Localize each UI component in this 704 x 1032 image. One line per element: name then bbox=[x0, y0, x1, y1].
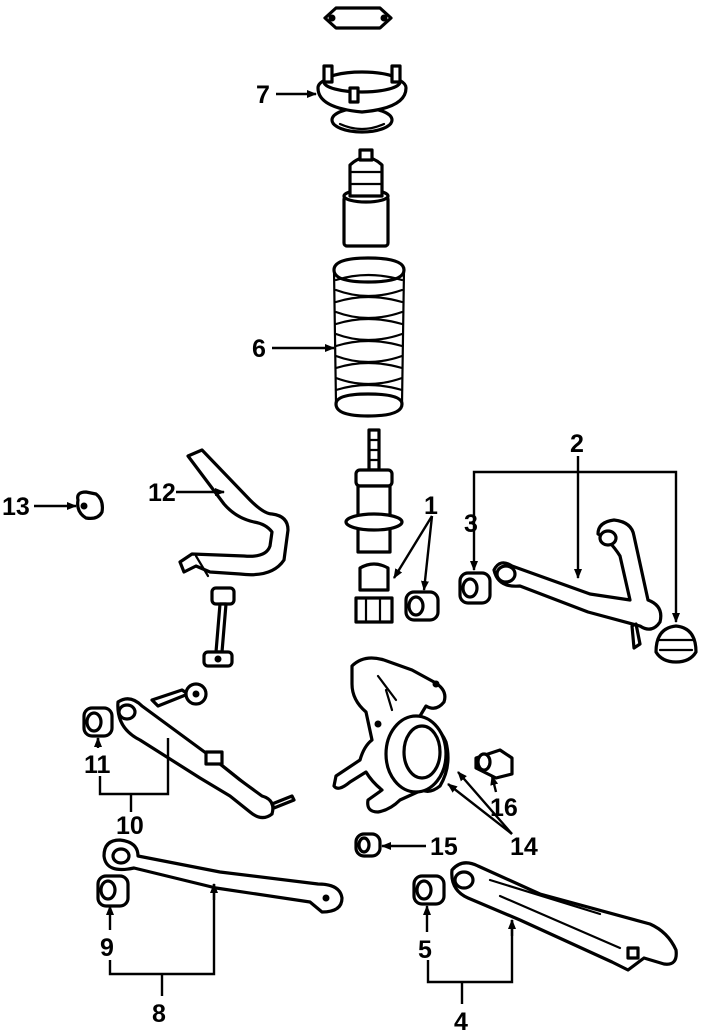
lower-arm-bushing bbox=[412, 874, 446, 906]
callout-9: 9 bbox=[100, 934, 114, 962]
mount-plate bbox=[323, 6, 393, 30]
shock-absorber bbox=[344, 428, 404, 624]
callout-1: 1 bbox=[424, 492, 438, 520]
callout-14: 14 bbox=[510, 833, 538, 861]
callout-6: 6 bbox=[252, 335, 266, 363]
ball-joint-boot bbox=[654, 624, 698, 664]
callout-4: 4 bbox=[454, 1008, 468, 1032]
leader-lines bbox=[34, 90, 680, 1004]
callout-7: 7 bbox=[256, 81, 270, 109]
callout-8: 8 bbox=[152, 1000, 166, 1028]
callout-10: 10 bbox=[116, 812, 144, 840]
callout-13: 13 bbox=[2, 493, 30, 521]
trailing-arm-bushing bbox=[96, 874, 130, 908]
knuckle-lower-bushing bbox=[354, 832, 382, 858]
coil-spring bbox=[332, 256, 406, 418]
upper-arm-bushing bbox=[458, 571, 492, 605]
callout-12: 12 bbox=[148, 479, 176, 507]
stabilizer-bushing bbox=[76, 490, 104, 520]
callout-5: 5 bbox=[418, 936, 432, 964]
lateral-link bbox=[116, 682, 296, 820]
callout-16: 16 bbox=[490, 794, 518, 822]
callout-3: 3 bbox=[464, 510, 478, 538]
lateral-link-bushing bbox=[82, 706, 114, 738]
upper-control-arm bbox=[492, 518, 663, 650]
knuckle-bushing bbox=[474, 748, 514, 780]
callout-labels: 7 6 1 2 3 13 12 11 10 9 8 5 4 15 14 16 bbox=[2, 81, 584, 1032]
shock-bushing bbox=[404, 590, 440, 622]
callout-2: 2 bbox=[570, 430, 584, 458]
stabilizer-link bbox=[202, 586, 236, 668]
callout-15: 15 bbox=[430, 833, 458, 861]
stabilizer-bar bbox=[178, 448, 290, 578]
strut-mount bbox=[316, 64, 408, 134]
bump-stop bbox=[342, 148, 390, 248]
trailing-arm bbox=[102, 838, 344, 914]
callout-11: 11 bbox=[84, 751, 111, 779]
steering-knuckle bbox=[332, 656, 450, 814]
lower-control-arm bbox=[450, 861, 678, 972]
